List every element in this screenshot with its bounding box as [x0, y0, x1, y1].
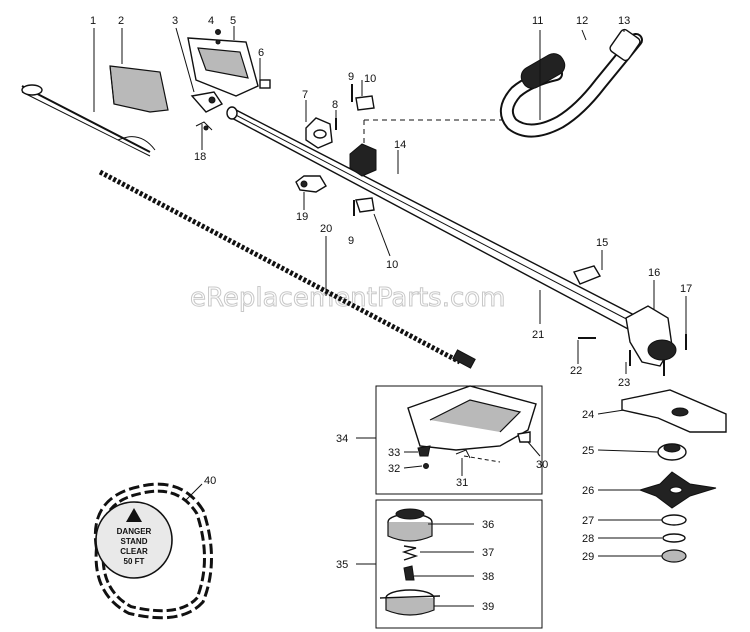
- part-11-13-loop-handle[interactable]: [499, 28, 643, 138]
- watermark-text: eReplacementParts.com: [190, 283, 506, 313]
- part-7-clamp[interactable]: [305, 117, 333, 149]
- danger-decal: DANGER STAND CLEAR 50 FT: [95, 501, 173, 579]
- callout-20: 20: [320, 223, 332, 235]
- callout-11: 11: [532, 15, 543, 27]
- callout-7: 7: [302, 89, 308, 101]
- decal-line-2: STAND: [121, 537, 148, 546]
- decal-line-1: DANGER: [117, 527, 152, 536]
- part-39-spool-housing[interactable]: [379, 589, 441, 616]
- part-27-washer[interactable]: [661, 514, 687, 526]
- callout-28: 28: [582, 533, 594, 545]
- part-29-cup[interactable]: [661, 549, 687, 563]
- callout-27: 27: [582, 515, 594, 527]
- part-37-spring[interactable]: [401, 545, 419, 561]
- callout-16: 16: [648, 267, 660, 279]
- callout-29: 29: [582, 551, 594, 563]
- part-36-spool-cover[interactable]: [387, 508, 433, 542]
- part-9-10-lower-fastener[interactable]: [353, 197, 375, 216]
- part-2-handle-grip[interactable]: [109, 65, 169, 113]
- decal-line-4: 50 FT: [124, 557, 145, 566]
- callout-1: 1: [90, 15, 96, 27]
- callout-9-lower: 9: [348, 235, 354, 247]
- callout-25: 25: [582, 445, 594, 457]
- callout-13: 13: [618, 15, 630, 27]
- callout-10: 10: [364, 73, 376, 85]
- part-15-bracket[interactable]: [573, 265, 602, 285]
- callout-30: 30: [536, 459, 548, 471]
- callout-40: 40: [204, 475, 216, 487]
- part-24-guard-plate[interactable]: [621, 389, 727, 433]
- callout-37: 37: [482, 547, 494, 559]
- part-6-clip[interactable]: [259, 79, 271, 89]
- callout-8: 8: [332, 99, 338, 111]
- part-28-washer[interactable]: [662, 533, 686, 543]
- callout-14: 14: [394, 139, 406, 151]
- part-3-throttle-trigger[interactable]: [190, 91, 224, 113]
- part-38-eyelet[interactable]: [403, 565, 415, 581]
- callout-38: 38: [482, 571, 494, 583]
- callout-36: 36: [482, 519, 494, 531]
- part-32-nut[interactable]: [423, 463, 429, 469]
- part-1-throttle-cable[interactable]: [21, 84, 156, 157]
- part-16-gear-head[interactable]: [625, 305, 677, 376]
- callout-23: 23: [618, 377, 630, 389]
- group-box-34: [375, 385, 543, 495]
- callout-12: 12: [576, 15, 588, 27]
- part-4-screw[interactable]: [215, 29, 221, 35]
- callout-17: 17: [680, 283, 692, 295]
- callout-10-lower: 10: [386, 259, 398, 271]
- leader-lines: [93, 26, 687, 607]
- callout-9: 9: [348, 71, 354, 83]
- callout-6: 6: [258, 47, 264, 59]
- callout-4: 4: [208, 15, 214, 27]
- part-34-trimmer-guard[interactable]: [407, 385, 537, 451]
- part-20-drive-cable[interactable]: [98, 169, 476, 369]
- part-14-handle-bracket[interactable]: [349, 119, 506, 177]
- part-25-nut[interactable]: [657, 443, 687, 461]
- callout-26: 26: [582, 485, 594, 497]
- callout-15: 15: [596, 237, 608, 249]
- callout-18: 18: [194, 151, 206, 163]
- callout-19: 19: [296, 211, 308, 223]
- part-40-harness-strap[interactable]: [93, 482, 213, 620]
- part-26-blade[interactable]: [638, 471, 717, 509]
- part-31-screw[interactable]: [455, 449, 501, 463]
- part-9-10-upper-fastener[interactable]: [351, 84, 375, 111]
- part-19-clamp[interactable]: [295, 175, 327, 193]
- callout-24: 24: [582, 409, 594, 421]
- part-18-screw[interactable]: [195, 121, 213, 131]
- callout-39: 39: [482, 601, 494, 613]
- part-33-knife[interactable]: [417, 445, 431, 457]
- callout-35: 35: [336, 559, 348, 571]
- callout-5: 5: [230, 15, 236, 27]
- callout-34: 34: [336, 433, 348, 445]
- callout-2: 2: [118, 15, 124, 27]
- callout-21: 21: [532, 329, 544, 341]
- callout-3: 3: [172, 15, 178, 27]
- decal-line-3: CLEAR: [120, 547, 148, 556]
- callout-33: 33: [388, 447, 400, 459]
- callout-31: 31: [456, 477, 468, 489]
- callout-32: 32: [388, 463, 400, 475]
- part-30-clip[interactable]: [517, 431, 531, 443]
- callout-22: 22: [570, 365, 582, 377]
- part-5-handle-housing[interactable]: [187, 37, 259, 97]
- part-21-drive-shaft-tube[interactable]: [226, 106, 642, 331]
- callout-labels: 1 2 3 4 5 6 7 8 9 10 11 12 13 14 15 16 1…: [90, 15, 692, 613]
